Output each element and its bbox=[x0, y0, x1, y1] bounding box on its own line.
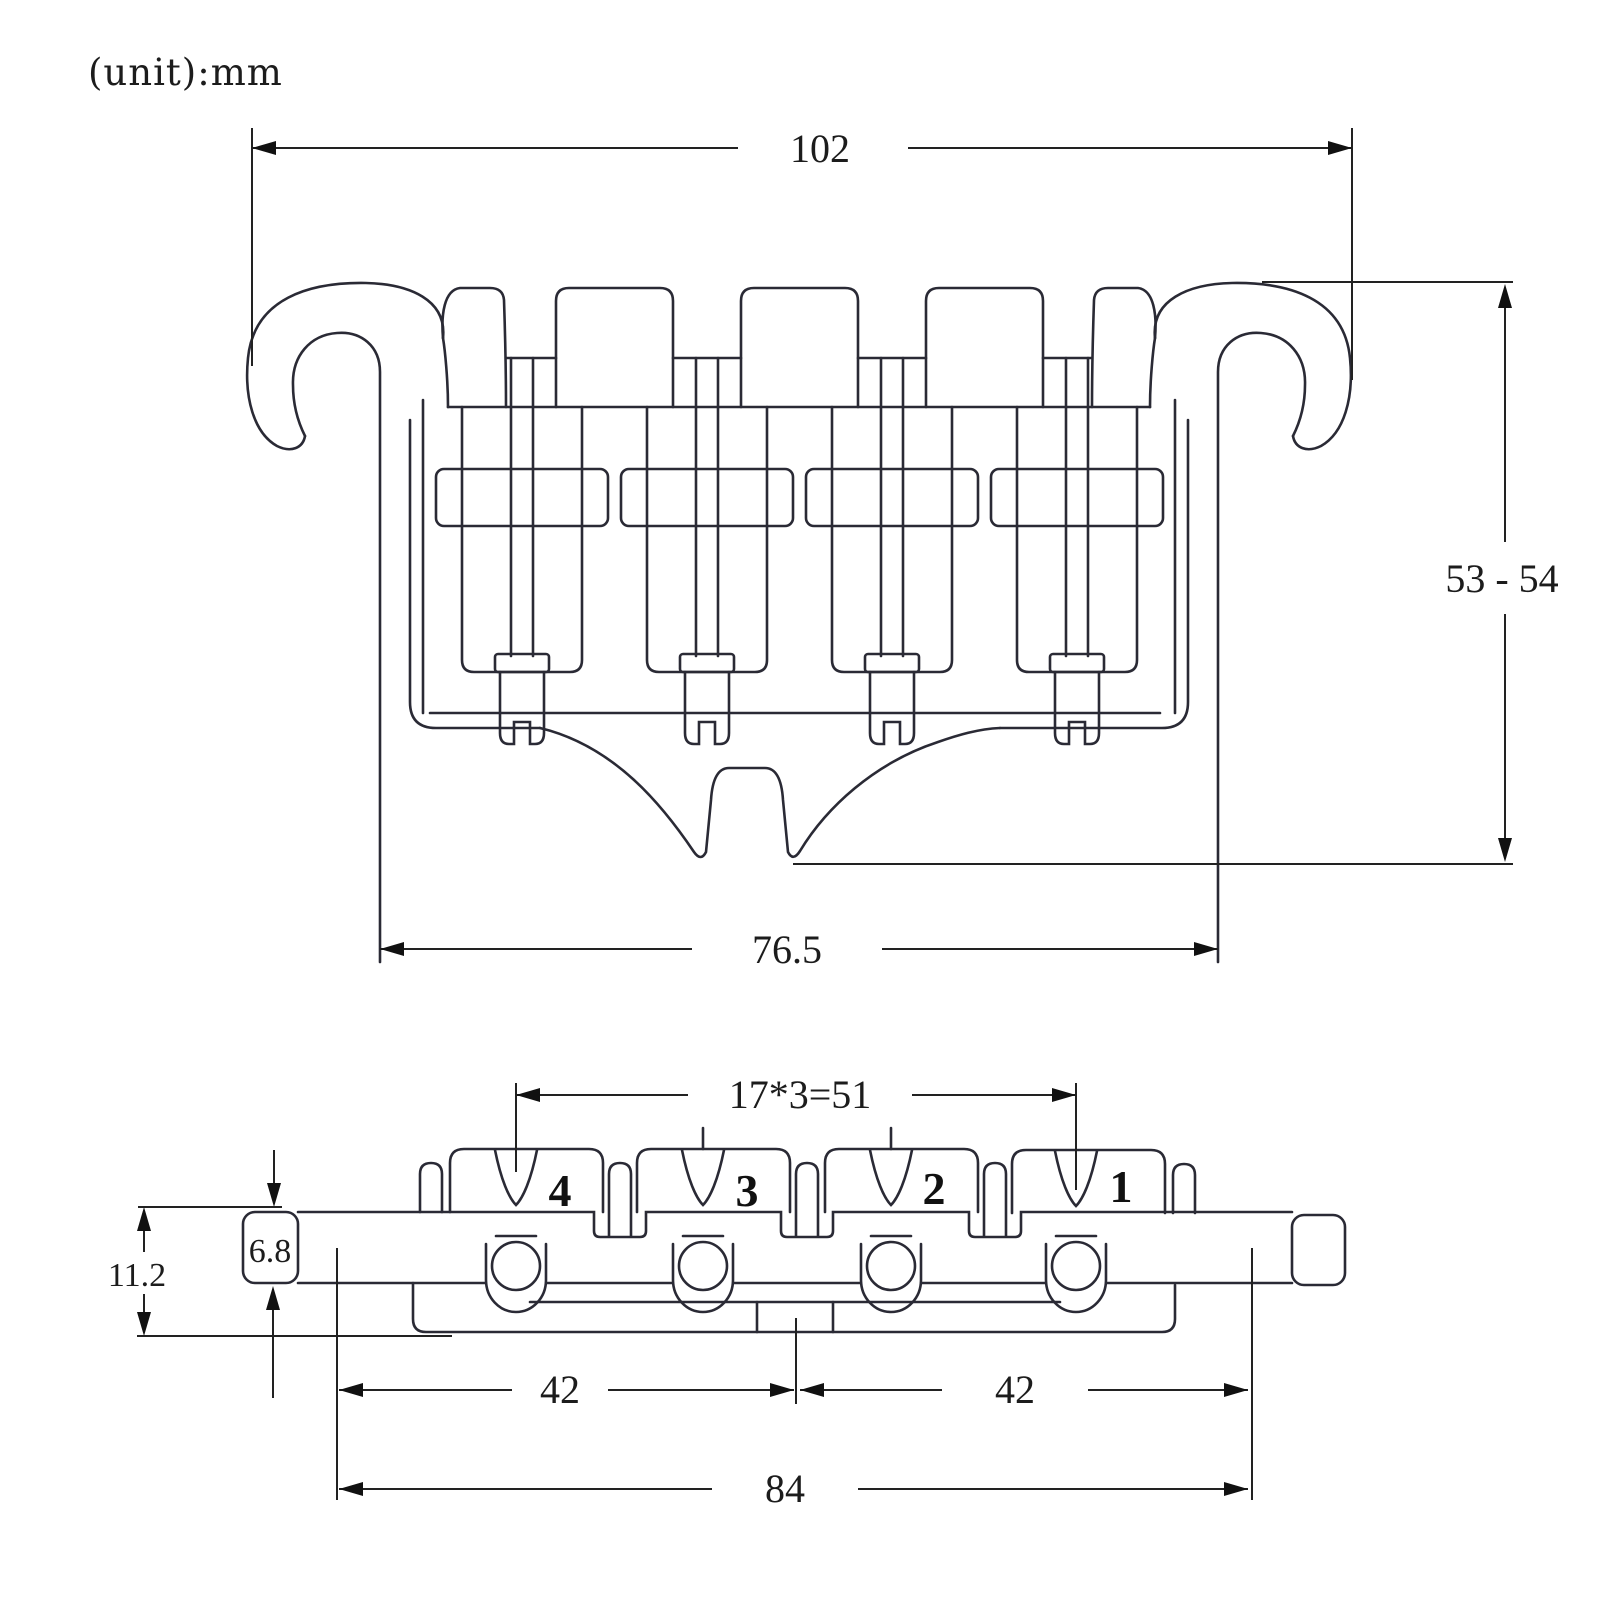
dim-label-base-width: 76.5 bbox=[752, 927, 822, 972]
arrowhead-down bbox=[1498, 838, 1512, 862]
dim-label-bar-height: 6.8 bbox=[249, 1233, 292, 1270]
arrowhead-left bbox=[339, 1383, 363, 1397]
screw-collar-4 bbox=[1048, 652, 1106, 674]
string-notch-1 bbox=[1053, 1149, 1099, 1208]
screw-tip-3 bbox=[868, 670, 916, 746]
left-end-tab bbox=[241, 1210, 300, 1285]
top-block-3 bbox=[924, 286, 1045, 409]
saddle-2 bbox=[823, 1147, 980, 1214]
arrowhead-up bbox=[1498, 284, 1512, 308]
adjust-wheel-2 bbox=[619, 467, 795, 528]
arrowhead-down bbox=[267, 1183, 281, 1207]
top-view bbox=[245, 281, 1353, 964]
left-edge-post-body bbox=[441, 286, 508, 409]
housing-3 bbox=[830, 405, 954, 674]
dim-label-right-stud: 42 bbox=[995, 1367, 1035, 1412]
screw-post-a bbox=[607, 1161, 633, 1238]
screw-collar-3 bbox=[863, 652, 921, 674]
right-hook-inner-curve bbox=[1216, 331, 1307, 964]
base-plate-right-edge bbox=[998, 418, 1190, 730]
screw-post-outer-left bbox=[418, 1161, 444, 1214]
screw-collar-2 bbox=[678, 652, 736, 674]
screw-tip-1 bbox=[498, 670, 546, 746]
saddle-1 bbox=[1010, 1148, 1167, 1215]
arrowhead-left bbox=[516, 1088, 540, 1102]
screw-post-outer-right bbox=[1171, 1162, 1197, 1215]
right-end-tab bbox=[1290, 1213, 1347, 1287]
dim-label-overall-width: 102 bbox=[790, 126, 850, 171]
saddle-3 bbox=[635, 1147, 792, 1214]
right-hook-outer-curve bbox=[1153, 281, 1353, 451]
housing-1 bbox=[460, 405, 584, 674]
left-edge-post bbox=[441, 336, 450, 409]
arrowhead-right bbox=[1328, 141, 1352, 155]
arrowhead-right bbox=[770, 1383, 794, 1397]
left-hook-outer-curve bbox=[245, 281, 445, 451]
lower-plate-outline bbox=[411, 1281, 1177, 1334]
housing-4 bbox=[1015, 405, 1139, 674]
screw-tip-4 bbox=[1053, 670, 1101, 746]
dim-label-string-spacing: 17*3=51 bbox=[729, 1072, 872, 1117]
dim-label-stud-spacing: 84 bbox=[765, 1466, 805, 1511]
screw-collar-1 bbox=[493, 652, 551, 674]
dim-label-overall-height: 53 - 54 bbox=[1445, 556, 1558, 601]
right-edge-post bbox=[1148, 336, 1157, 409]
adjust-wheel-1 bbox=[434, 467, 610, 528]
arrowhead-right bbox=[1194, 942, 1218, 956]
saddle-number-3: 3 bbox=[736, 1165, 759, 1216]
screw-shafts bbox=[509, 356, 1090, 658]
arrowhead-left bbox=[339, 1482, 363, 1496]
arrowhead-right bbox=[1224, 1383, 1248, 1397]
base-plate-bell-cutout bbox=[538, 726, 1002, 859]
base-plate-left-edge bbox=[408, 418, 542, 730]
adjust-wheel-4 bbox=[989, 467, 1165, 528]
saddle-number-2: 2 bbox=[923, 1163, 946, 1214]
unit-label: (unit):mm bbox=[88, 51, 283, 94]
adjust-wheel-3 bbox=[804, 467, 980, 528]
string-notch-2 bbox=[868, 1148, 914, 1207]
top-block-1 bbox=[554, 286, 675, 409]
saddle-number-1: 1 bbox=[1110, 1161, 1133, 1212]
top-block-2 bbox=[739, 286, 860, 409]
screw-post-c bbox=[982, 1161, 1008, 1238]
bottom-view-dimensions: 17*3=51 6.8 11.2 42 42 bbox=[108, 1072, 1253, 1511]
screw-post-b bbox=[794, 1161, 820, 1238]
housing-2 bbox=[645, 405, 769, 674]
saddle-4 bbox=[448, 1147, 605, 1214]
arrowhead-left bbox=[252, 141, 276, 155]
left-hook-inner-curve bbox=[291, 331, 382, 964]
top-view-dimensions: 102 53 - 54 76.5 bbox=[251, 126, 1559, 972]
string-notch-4 bbox=[493, 1148, 539, 1207]
right-edge-post-body bbox=[1090, 286, 1157, 409]
arrowhead-left bbox=[800, 1383, 824, 1397]
arrowhead-up bbox=[137, 1207, 151, 1231]
arrowhead-down bbox=[137, 1312, 151, 1336]
arrowhead-right bbox=[1052, 1088, 1076, 1102]
plate-top-edge bbox=[296, 1210, 1294, 1239]
dim-label-total-height: 11.2 bbox=[108, 1257, 166, 1294]
screw-tip-2 bbox=[683, 670, 731, 746]
saddle-number-4: 4 bbox=[549, 1165, 572, 1216]
string-notch-3 bbox=[680, 1148, 726, 1207]
arrowhead-right bbox=[1224, 1482, 1248, 1496]
bottom-view: 4 3 2 1 bbox=[241, 1126, 1347, 1334]
arrowhead-up bbox=[266, 1286, 280, 1310]
arrowhead-left bbox=[380, 942, 404, 956]
dim-label-left-stud: 42 bbox=[540, 1367, 580, 1412]
roller-wheels bbox=[484, 1234, 1108, 1314]
